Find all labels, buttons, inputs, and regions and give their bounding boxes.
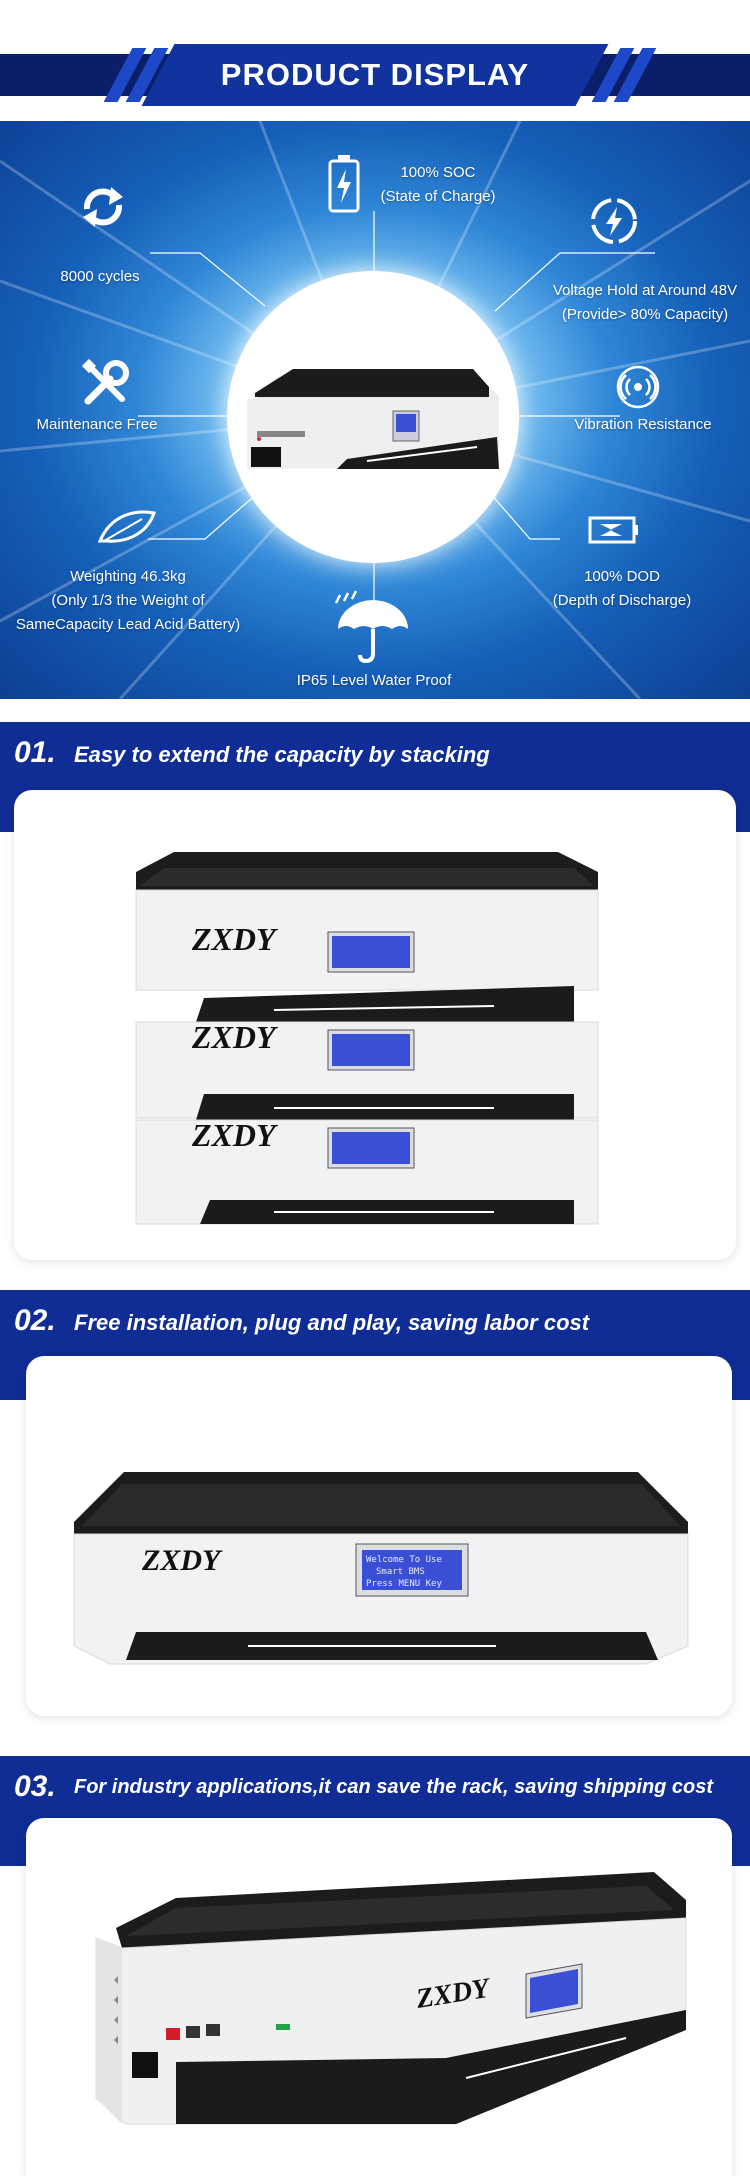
product-circle bbox=[227, 271, 519, 563]
feature-voltage-line2: (Provide> 80% Capacity) bbox=[561, 306, 729, 323]
section-number: 03. bbox=[14, 1770, 56, 1803]
feature-soc: 100% SOC (State of Charge) bbox=[360, 161, 516, 209]
battery-unit-image bbox=[247, 369, 499, 469]
battery-discharge-icon bbox=[588, 516, 638, 544]
connector-lines bbox=[138, 211, 655, 606]
feature-weight: Weighting 46.3kg (Only 1/3 the Weight of… bbox=[4, 565, 252, 637]
cycle-arrows-icon bbox=[83, 187, 123, 227]
banner-title: PRODUCT DISPLAY bbox=[220, 57, 530, 92]
section-title: Free installation, plug and play, saving… bbox=[74, 1310, 590, 1335]
module-2-brand: ZXDY bbox=[191, 1019, 278, 1055]
section-number: 02. bbox=[14, 1304, 56, 1337]
feature-waterproof: IP65 Level Water Proof bbox=[260, 669, 488, 693]
lcd-line-2: Smart BMS bbox=[376, 1567, 425, 1577]
umbrella-rain-icon bbox=[334, 590, 408, 664]
feature-voltage-line1: Voltage Hold at Around 48V bbox=[552, 282, 738, 299]
feature-hero: 100% SOC (State of Charge) 8000 cycles V… bbox=[0, 121, 750, 699]
section-2-card: ZXDY Welcome To Use Smart BMS Press MENU… bbox=[26, 1356, 732, 1716]
battery-brand: ZXDY bbox=[141, 1544, 223, 1577]
feature-dod-line1: 100% DOD bbox=[584, 568, 660, 585]
feature-soc-line2: (State of Charge) bbox=[380, 188, 496, 205]
lcd-line-1: Welcome To Use bbox=[366, 1555, 442, 1565]
feature-dod: 100% DOD (Depth of Discharge) bbox=[538, 565, 706, 613]
battery-charge-icon bbox=[328, 155, 360, 213]
stacked-battery-image: ZXDY ZXDY ZXDY bbox=[135, 852, 599, 1225]
section-title: Easy to extend the capacity by stacking bbox=[74, 742, 490, 767]
module-1-brand: ZXDY bbox=[191, 921, 278, 957]
feature-waterproof-text: IP65 Level Water Proof bbox=[296, 672, 452, 689]
section-number: 01. bbox=[14, 736, 56, 769]
feature-weight-line2: (Only 1/3 the Weight of bbox=[51, 592, 205, 609]
section-1-card: ZXDY ZXDY ZXDY bbox=[14, 790, 736, 1260]
feature-weight-line1: Weighting 46.3kg bbox=[70, 568, 186, 585]
angled-battery-image: ZXDY bbox=[95, 1872, 687, 2125]
feature-cycles-text: 8000 cycles bbox=[60, 268, 140, 285]
single-battery-image: ZXDY Welcome To Use Smart BMS Press MENU… bbox=[73, 1472, 689, 1665]
feature-dod-line2: (Depth of Discharge) bbox=[552, 592, 692, 609]
product-display-banner: PRODUCT DISPLAY bbox=[0, 40, 750, 110]
section-title: For industry applications,it can save th… bbox=[74, 1776, 714, 1798]
feature-maintenance: Maintenance Free bbox=[26, 413, 168, 437]
wrench-tools-icon bbox=[81, 358, 129, 405]
feature-maintenance-text: Maintenance Free bbox=[36, 416, 158, 433]
vibration-icon bbox=[616, 365, 660, 409]
feature-soc-line1: 100% SOC bbox=[400, 164, 476, 181]
feature-weight-line3: SameCapacity Lead Acid Battery) bbox=[15, 616, 241, 633]
feature-icon bbox=[97, 510, 156, 543]
feature-vibration-text: Vibration Resistance bbox=[574, 416, 712, 433]
section-3-card: ZXDY bbox=[26, 1818, 732, 2176]
lcd-line-3: Press MENU Key bbox=[366, 1579, 442, 1589]
module-3-brand: ZXDY bbox=[191, 1117, 278, 1153]
feature-voltage: Voltage Hold at Around 48V (Provide> 80%… bbox=[540, 279, 750, 327]
voltage-power-icon bbox=[591, 198, 637, 244]
feature-cycles: 8000 cycles bbox=[30, 265, 170, 289]
feature-vibration: Vibration Resistance bbox=[560, 413, 726, 437]
